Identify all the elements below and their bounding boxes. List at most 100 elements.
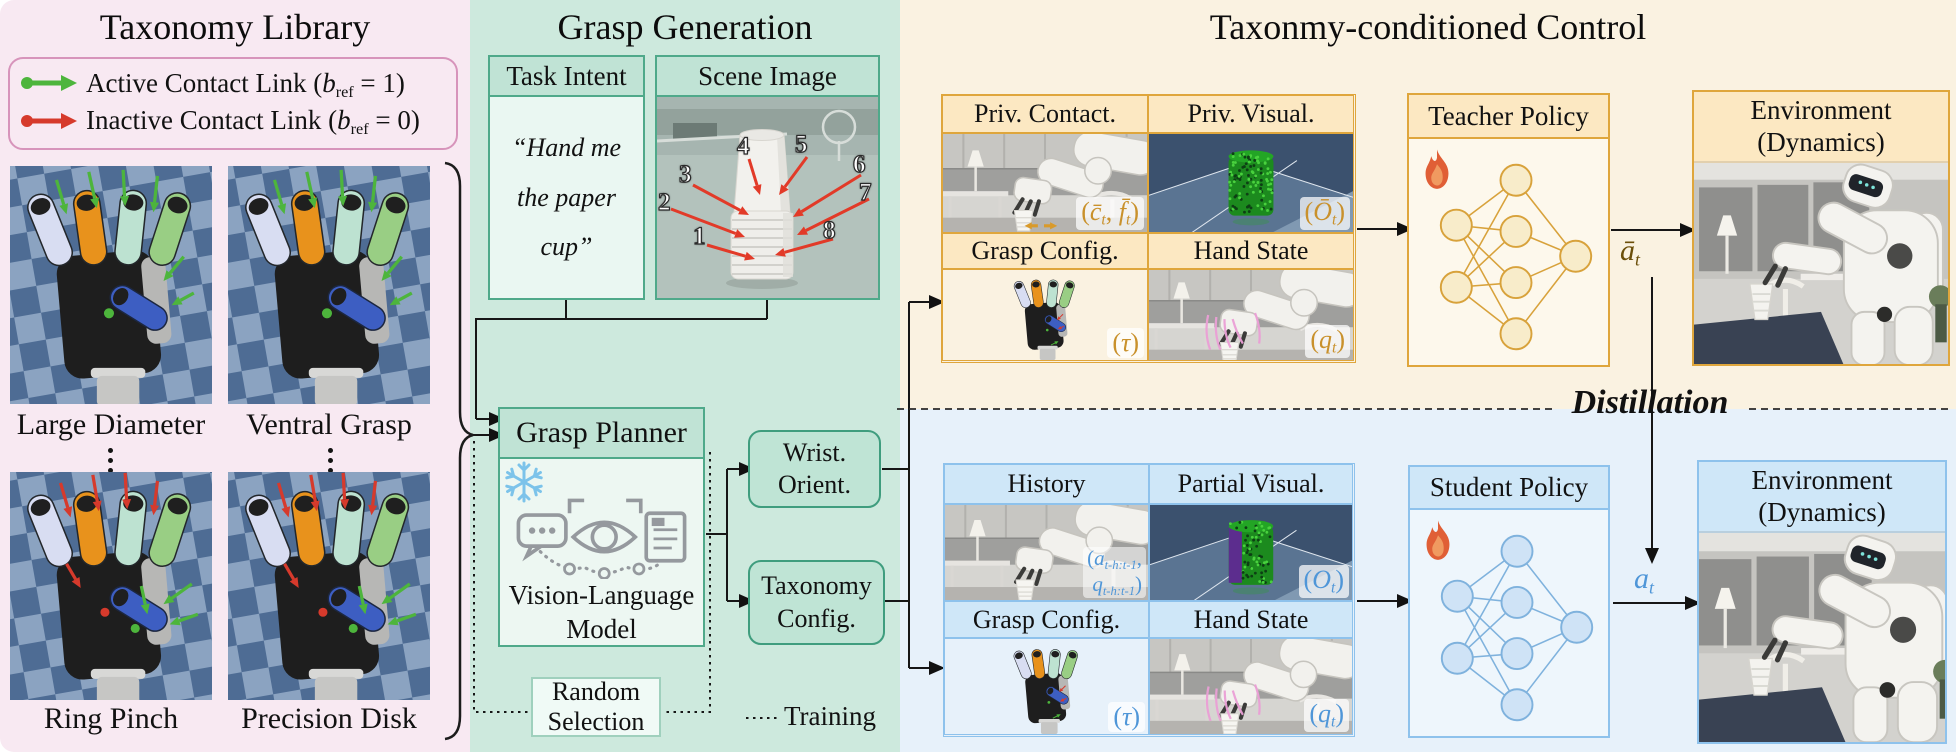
scene-annotation: 8 bbox=[822, 216, 836, 244]
scene-image-box: Scene Image 1 2 3 4 5 6 7 8 bbox=[655, 55, 880, 300]
task-intent-header: Task Intent bbox=[490, 57, 643, 97]
inactive-link-arrow-icon bbox=[20, 107, 78, 138]
teacher-environment-box: Environment (Dynamics) bbox=[1692, 90, 1950, 366]
library-title: Taxonomy Library bbox=[99, 7, 371, 47]
teacher-policy-box: Teacher Policy bbox=[1407, 93, 1610, 367]
scene-annotation: 5 bbox=[794, 130, 808, 158]
teacher-hand-state-image: (qt) bbox=[1148, 269, 1354, 361]
teacher-network-icon bbox=[1431, 157, 1601, 357]
wrist-orient-line1: Wrist. bbox=[782, 437, 847, 467]
teacher-policy-header: Teacher Policy bbox=[1409, 95, 1608, 139]
teacher-env-header: Environment (Dynamics) bbox=[1694, 92, 1948, 161]
partial-visual-header: Partial Visual. bbox=[1149, 464, 1353, 504]
random-selection-line2: Selection bbox=[547, 707, 645, 736]
student-action-label: at bbox=[1634, 562, 1655, 598]
generation-title: Grasp Generation bbox=[557, 7, 813, 47]
teacher-grasp-config-header: Grasp Config. bbox=[942, 233, 1148, 269]
grasp-image-large-diameter bbox=[10, 166, 212, 404]
teacher-policy-body bbox=[1409, 139, 1608, 365]
distillation-label: Distillation bbox=[1571, 384, 1729, 421]
student-grasp-config-header: Grasp Config. bbox=[944, 601, 1149, 638]
snowflake-icon bbox=[503, 461, 545, 508]
fire-icon bbox=[1419, 147, 1455, 198]
student-environment-box: Environment (Dynamics) bbox=[1697, 460, 1947, 744]
task-intent-box: Task Intent “Hand me the paper cup” bbox=[488, 55, 645, 300]
task-quote-line1: “Hand me bbox=[511, 133, 622, 163]
history-header: History bbox=[944, 464, 1149, 504]
teacher-action-label: āt bbox=[1620, 234, 1641, 270]
legend-row-active: Active Contact Link (bref = 1) bbox=[20, 68, 446, 102]
teacher-hand-state-header: Hand State bbox=[1148, 233, 1354, 269]
vlm-label: Vision-Language Model bbox=[500, 579, 703, 647]
legend-active-label: Active Contact Link (bref = 1) bbox=[86, 67, 405, 101]
wrist-orient-box: Wrist. Orient. bbox=[748, 430, 881, 508]
random-selection-box: Random Selection bbox=[531, 677, 661, 737]
student-observation-grid: History Partial Visual. (at-h:t-1, qt-h:… bbox=[943, 463, 1355, 737]
teacher-env-image bbox=[1694, 160, 1948, 364]
taxonomy-config-box: Taxonomy Config. bbox=[748, 560, 885, 645]
task-quote-line2: the paper cup” bbox=[517, 182, 616, 262]
grasp-label: Ventral Grasp bbox=[246, 408, 412, 441]
history-math: (at-h:t-1, qt-h:t-1) bbox=[1083, 547, 1146, 598]
taxonomy-config-line1: Taxonomy bbox=[761, 571, 872, 600]
scene-annotation: 3 bbox=[678, 160, 692, 188]
taxonomy-config-line2: Config. bbox=[777, 603, 856, 633]
task-intent-body: “Hand me the paper cup” bbox=[490, 97, 643, 298]
priv-visual-image: (Ōt) bbox=[1148, 133, 1354, 233]
priv-contact-math: (c̄t, f̄t) bbox=[1076, 197, 1144, 230]
grasp-label: Ring Pinch bbox=[43, 702, 179, 735]
grasp-planner-header: Grasp Planner bbox=[500, 409, 703, 459]
grasp-image-ventral-grasp bbox=[228, 166, 430, 404]
priv-contact-header: Priv. Contact. bbox=[942, 95, 1148, 133]
scene-annotation: 6 bbox=[852, 150, 866, 178]
env-header-line2: (Dynamics) bbox=[1758, 497, 1886, 528]
partial-visual-image: (Ot) bbox=[1149, 504, 1353, 601]
env-header-line1: Environment bbox=[1750, 95, 1892, 125]
training-legend-label: Training bbox=[784, 701, 877, 731]
legend-row-inactive: Inactive Contact Link (bref = 0) bbox=[20, 105, 446, 139]
priv-contact-image: (c̄t, f̄t) bbox=[942, 133, 1148, 233]
student-hand-state-header: Hand State bbox=[1149, 601, 1353, 638]
teacher-grasp-config-image: (τ) bbox=[942, 269, 1148, 361]
student-env-header: Environment (Dynamics) bbox=[1699, 462, 1945, 531]
student-env-image bbox=[1699, 530, 1945, 742]
history-math-line2: qt-h:t-1) bbox=[1092, 571, 1142, 598]
control-title: Taxonmy-conditioned Control bbox=[1209, 7, 1647, 47]
scene-annotation: 1 bbox=[692, 222, 706, 250]
student-network-icon bbox=[1432, 528, 1602, 728]
fire-icon bbox=[1420, 518, 1456, 569]
scene-image-header: Scene Image bbox=[657, 57, 878, 97]
priv-visual-math: (Ōt) bbox=[1299, 197, 1350, 230]
grasp-image-ring-pinch bbox=[10, 472, 212, 700]
grasp-label: Large Diameter bbox=[16, 408, 206, 441]
priv-visual-header: Priv. Visual. bbox=[1148, 95, 1354, 133]
vlm-label-line1: Vision-Language bbox=[508, 580, 695, 610]
teacher-hand-state-math: (qt) bbox=[1305, 325, 1350, 358]
history-math-line1: (at-h:t-1, bbox=[1087, 546, 1142, 573]
scene-image: 1 2 3 4 5 6 7 8 bbox=[656, 97, 878, 298]
scene-annotation: 2 bbox=[657, 188, 671, 216]
student-policy-box: Student Policy bbox=[1408, 465, 1610, 738]
scene-annotation: 7 bbox=[858, 178, 872, 206]
grasp-label: Precision Disk bbox=[241, 702, 417, 735]
active-link-arrow-icon bbox=[20, 69, 78, 100]
env-header-line2: (Dynamics) bbox=[1757, 127, 1885, 158]
grasp-image-precision-disk bbox=[228, 472, 430, 700]
student-policy-header: Student Policy bbox=[1410, 467, 1608, 510]
teacher-grasp-config-math: (τ) bbox=[1107, 328, 1144, 358]
random-selection-line1: Random bbox=[551, 677, 641, 707]
student-hand-state-image: (qt) bbox=[1149, 638, 1353, 735]
ellipsis-dots bbox=[328, 448, 333, 473]
contact-link-legend: Active Contact Link (bref = 1) Inactive … bbox=[8, 57, 458, 150]
env-header-line1: Environment bbox=[1751, 465, 1893, 495]
student-policy-body bbox=[1410, 510, 1608, 736]
library-brace bbox=[437, 160, 477, 747]
legend-inactive-label: Inactive Contact Link (bref = 0) bbox=[86, 105, 420, 139]
scene-annotation: 4 bbox=[736, 132, 750, 160]
student-hand-state-math: (qt) bbox=[1304, 699, 1349, 732]
history-image: (at-h:t-1, qt-h:t-1) bbox=[944, 504, 1149, 601]
grasp-planner-box: Grasp Planner Vision-Language Model bbox=[498, 407, 705, 647]
student-grasp-config-math: (τ) bbox=[1108, 702, 1145, 732]
wrist-orient-line2: Orient. bbox=[778, 470, 851, 499]
